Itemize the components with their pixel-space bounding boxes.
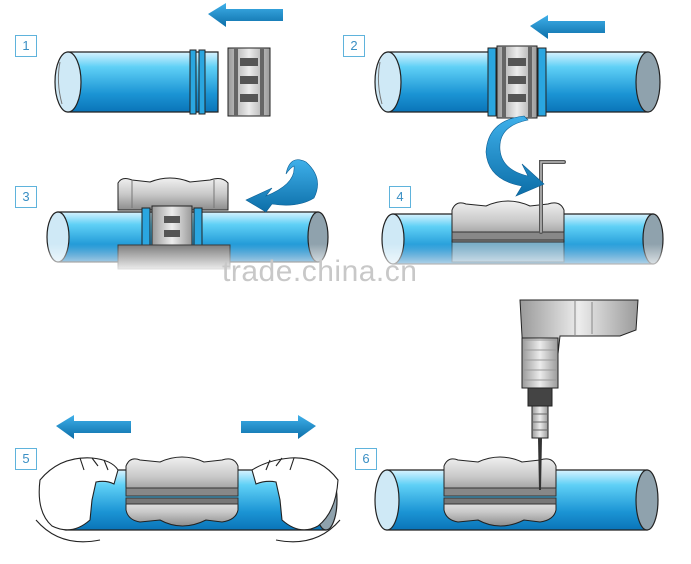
- hand-icon: [251, 457, 341, 543]
- step-5-illustration: [35, 415, 341, 543]
- step-2-label: 2: [343, 35, 365, 57]
- step-4-illustration: [381, 115, 664, 265]
- seal-ring-1: [189, 49, 197, 115]
- coupling-insert-1: [227, 47, 271, 117]
- curved-arrow-icon: [485, 115, 545, 197]
- step-1-label: 1: [15, 35, 37, 57]
- arrow-left-icon: [208, 3, 283, 27]
- coupling-housing-6: [443, 456, 557, 527]
- curved-arrow-icon: [245, 159, 318, 213]
- step-6-illustration: [374, 299, 659, 531]
- step-5-label: 5: [15, 448, 37, 470]
- step-3-label: 3: [15, 186, 37, 208]
- arrow-left-icon: [56, 415, 131, 439]
- coupling-housing-5: [125, 456, 239, 527]
- coupling-housing-3: [117, 177, 229, 211]
- coupling-insert-2: [496, 45, 538, 119]
- step-1-illustration: [54, 3, 283, 117]
- drill-icon: [519, 299, 639, 490]
- pipe-end-1: [54, 51, 82, 113]
- step-6-label: 6: [355, 448, 377, 470]
- hand-icon: [35, 457, 119, 543]
- watermark-text: trade.china.cn: [222, 255, 418, 288]
- step-2-illustration: [374, 15, 661, 119]
- arrow-left-icon: [530, 15, 605, 39]
- step-4-label: 4: [389, 186, 411, 208]
- arrow-right-icon: [241, 415, 316, 439]
